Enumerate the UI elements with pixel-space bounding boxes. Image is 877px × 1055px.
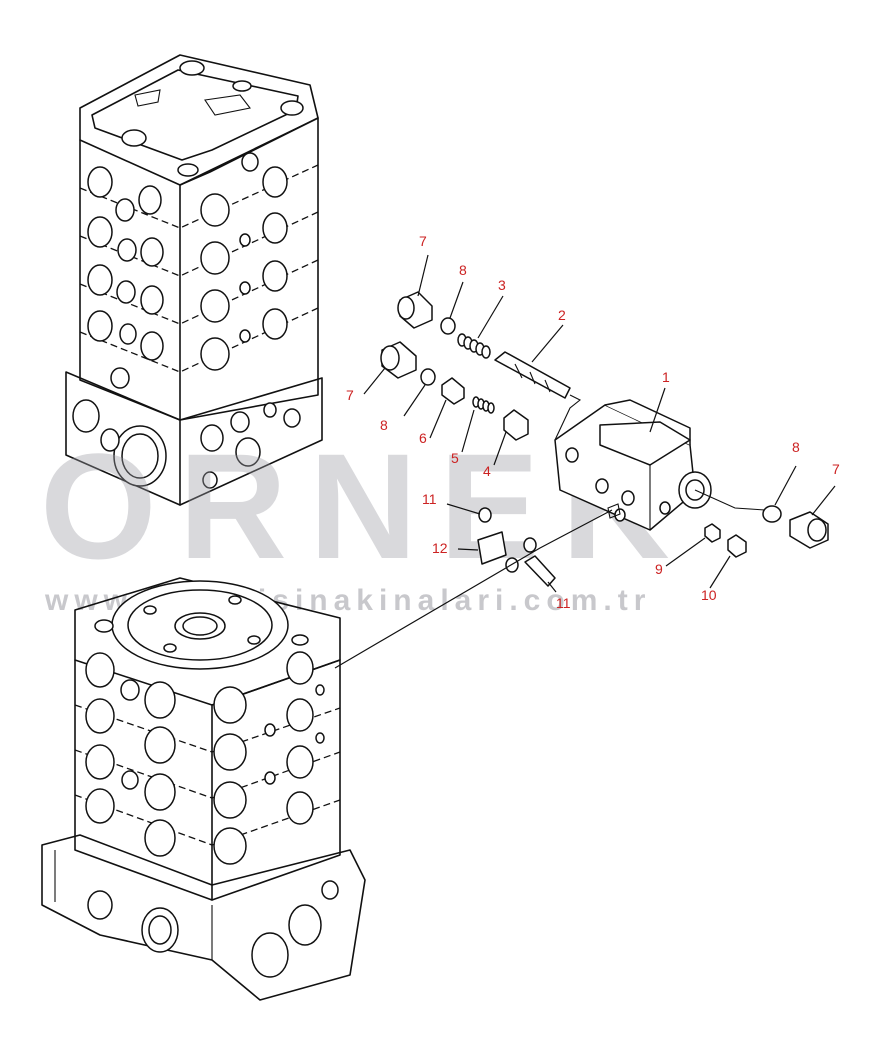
callout-2: 2 (558, 307, 566, 323)
callout-10: 10 (701, 587, 717, 603)
o-ring-part-11-top (478, 507, 492, 523)
callout-4: 4 (483, 463, 491, 479)
callout-11-top: 11 (422, 491, 437, 507)
callout-5: 5 (451, 450, 459, 466)
spool-part-2 (494, 351, 582, 441)
leader-lines (363, 254, 836, 593)
o-ring-part-8-left (420, 368, 436, 386)
callout-8-left: 8 (380, 417, 388, 433)
callout-11-bottom: 11 (556, 595, 571, 611)
o-ring-part-8-top (440, 317, 456, 335)
callout-7-right: 7 (832, 461, 840, 477)
piston-part-6 (441, 377, 465, 405)
piston-part-4 (503, 409, 529, 441)
spring-part-5 (472, 396, 495, 414)
plug-part-7-left (380, 341, 417, 379)
callout-8-right: 8 (792, 439, 800, 455)
plug-part-7-top (397, 291, 433, 329)
fitting-part-9 (704, 523, 721, 543)
fitting-part-12 (477, 531, 507, 565)
upper-control-valve-block (65, 54, 323, 506)
tube-part-11 (524, 555, 556, 587)
spring-part-3 (457, 333, 491, 359)
callout-3: 3 (498, 277, 506, 293)
callout-9: 9 (655, 561, 663, 577)
o-ring-part-11-lower-a (523, 537, 537, 553)
o-ring-part-8-right (762, 505, 782, 523)
lower-control-valve-block (41, 577, 366, 1001)
callout-6: 6 (419, 430, 427, 446)
callout-7-left: 7 (346, 387, 354, 403)
callout-labels: 7 8 3 2 1 7 8 6 5 4 8 7 11 12 9 10 11 (346, 233, 840, 611)
sub-valve-body (554, 399, 712, 531)
callout-12: 12 (432, 540, 448, 556)
callout-8-top: 8 (459, 262, 467, 278)
callout-7-top: 7 (419, 233, 427, 249)
callout-1: 1 (662, 369, 670, 385)
fitting-part-10 (727, 534, 747, 558)
plug-part-7-right (789, 511, 829, 549)
